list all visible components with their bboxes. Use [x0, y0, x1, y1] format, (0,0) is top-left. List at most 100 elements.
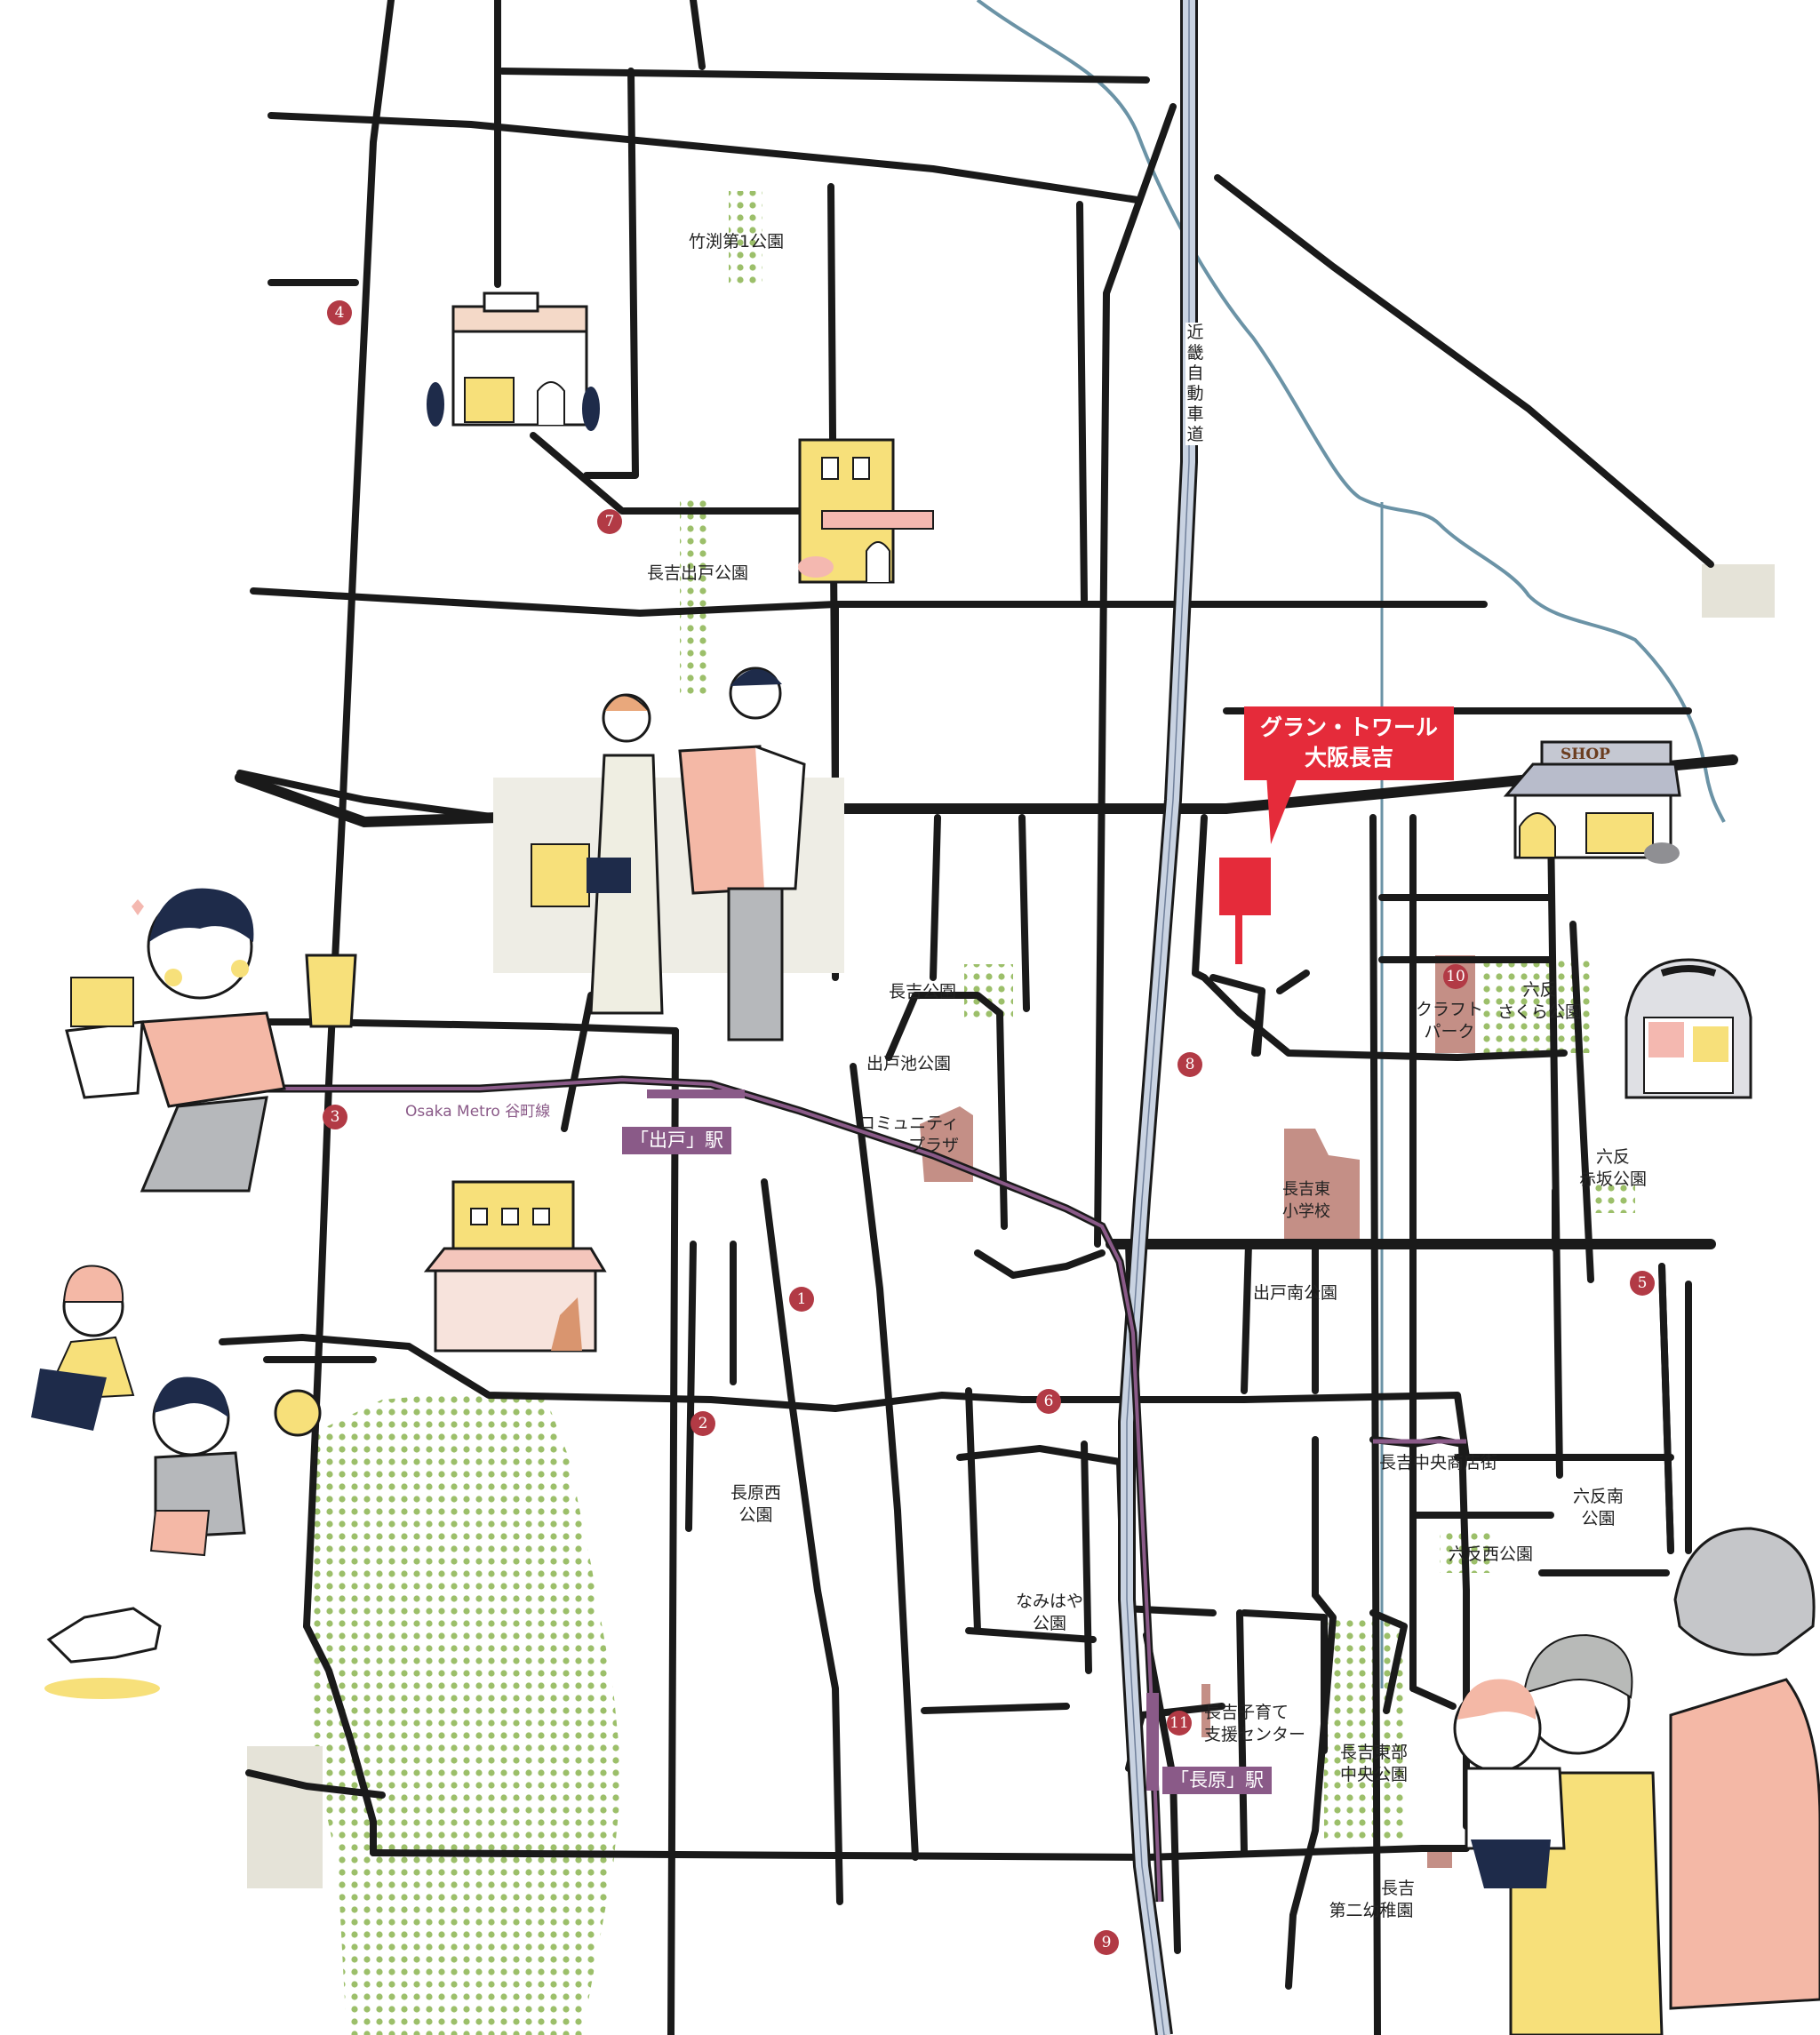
road — [1569, 921, 1594, 1283]
roads — [219, 0, 1714, 2035]
marker-2[interactable]: 2 — [690, 1411, 715, 1436]
shop-sign-text: SHOP — [1561, 746, 1610, 763]
nagahara-station-label[interactable]: 「長原」駅 — [1162, 1767, 1272, 1794]
river — [976, 0, 1726, 823]
label-line: 公園 — [1033, 1614, 1067, 1633]
marker-6[interactable]: 6 — [1036, 1389, 1061, 1414]
marker-4[interactable]: 4 — [327, 300, 352, 325]
dome-store-illustration — [1624, 958, 1752, 1099]
childcare-center-label: 長吉子育て 支援センター — [1204, 1702, 1305, 1746]
target-site — [1219, 773, 1299, 964]
boy-eating-illustration — [65, 888, 357, 1193]
rokutan-akasaka-park-label: 六反 赤坂公園 — [1579, 1146, 1647, 1191]
target-lot — [1219, 858, 1271, 964]
school-building — [1284, 1129, 1360, 1240]
higashibu-park-area — [1324, 1617, 1409, 1839]
road — [956, 1445, 1123, 1465]
road — [965, 1627, 1097, 1643]
road — [974, 1249, 1106, 1279]
community-plaza-label: コミュニティ プラザ — [853, 1113, 959, 1157]
metro-line — [267, 1075, 1164, 1903]
label-line: 六反 — [1522, 980, 1557, 1000]
store-illustration — [427, 291, 600, 431]
label-line: なみはや — [1016, 1592, 1084, 1611]
restaurant-illustration — [423, 1180, 607, 1353]
large-park-area — [309, 1391, 622, 2035]
deto-station-label[interactable]: 「出戸」駅 — [622, 1127, 731, 1154]
road — [1409, 1685, 1457, 1710]
label-line: 六反南 — [1573, 1487, 1624, 1506]
label-line: プラザ — [908, 1136, 960, 1155]
highway-char: 道 — [1185, 425, 1205, 445]
label-line: 小学校 — [1282, 1202, 1330, 1221]
road — [685, 1241, 697, 1532]
marker-11[interactable]: 11 — [1167, 1711, 1192, 1736]
label-line: さくら公園 — [1497, 1002, 1583, 1022]
label-line: クラフト — [1416, 1000, 1484, 1019]
road — [996, 1010, 1008, 1230]
road — [1214, 174, 1714, 568]
road — [1241, 1241, 1252, 1394]
highway-char: 畿 — [1185, 343, 1205, 363]
rokutan-sakura-park-label: 六反 さくら公園 — [1497, 979, 1582, 1024]
road — [499, 68, 1150, 84]
higashi-school-label: 長吉東 小学校 — [1282, 1178, 1330, 1223]
label-line: コミュニティ — [858, 1113, 960, 1133]
label-line: 支援センター — [1204, 1725, 1306, 1744]
road — [561, 992, 595, 1132]
road — [1192, 814, 1568, 1061]
label-line: 長原西 — [730, 1483, 782, 1503]
label-line: 六反 — [1596, 1147, 1631, 1167]
nagahara-station-platform — [1146, 1693, 1159, 1791]
label-line: 赤坂公園 — [1579, 1169, 1648, 1189]
road — [1658, 1263, 1674, 1554]
highway-char: 近 — [1185, 323, 1205, 343]
cafe-illustration — [798, 438, 934, 584]
highway-char: 車 — [1185, 404, 1205, 425]
marker-10[interactable]: 10 — [1443, 964, 1468, 989]
target-property-callout[interactable]: グラン・トワール 大阪長吉 — [1244, 706, 1454, 780]
metro-line-label: Osaka Metro 谷町線 — [405, 1103, 551, 1121]
road — [236, 1018, 679, 1034]
craft-park-label: クラフト パーク — [1416, 999, 1483, 1043]
road — [1547, 823, 1563, 1479]
road — [1018, 814, 1030, 1012]
road — [583, 68, 639, 479]
road — [1254, 987, 1265, 1057]
nagayoshi-deto-park-label: 長吉出戸公園 — [647, 563, 749, 583]
road — [236, 770, 501, 821]
shopping-street-label: 長吉中央商店街 — [1379, 1453, 1498, 1472]
takefuchi-park-area — [729, 191, 762, 289]
target-name-line2: 大阪長吉 — [1304, 745, 1393, 770]
marker-9[interactable]: 9 — [1094, 1930, 1119, 1955]
family-illustration — [1453, 1527, 1820, 2035]
road — [690, 0, 706, 70]
road — [850, 1063, 919, 1861]
marker-3[interactable]: 3 — [323, 1105, 347, 1129]
marker-5[interactable]: 5 — [1630, 1271, 1655, 1296]
marker-7[interactable]: 7 — [597, 509, 622, 534]
label-line: 長吉子育て — [1204, 1703, 1289, 1722]
marker-8[interactable]: 8 — [1177, 1052, 1202, 1077]
road — [1094, 103, 1177, 1248]
rokutan-nishi-park-label: 六反西公園 — [1449, 1544, 1534, 1564]
highway-label: 近 畿 自 動 車 道 — [1185, 323, 1205, 445]
road — [885, 992, 1003, 1061]
road — [1369, 814, 1381, 2035]
rokutan-minami-park-label: 六反南 公園 — [1573, 1486, 1624, 1530]
shop-illustration — [1503, 740, 1681, 864]
highway-char: 動 — [1185, 384, 1205, 404]
deto-park-area — [680, 498, 711, 698]
label-line: 長吉東部 — [1340, 1743, 1409, 1762]
road — [1076, 201, 1088, 603]
grey-block-ne — [1702, 564, 1775, 618]
road — [370, 1845, 1470, 1861]
grey-block-sw — [247, 1746, 323, 1888]
road — [761, 1178, 843, 1905]
kids-playing-illustration — [31, 1265, 322, 1699]
road — [930, 814, 941, 981]
road — [965, 1387, 981, 1634]
road — [245, 1769, 386, 1799]
marker-1[interactable]: 1 — [789, 1287, 814, 1312]
